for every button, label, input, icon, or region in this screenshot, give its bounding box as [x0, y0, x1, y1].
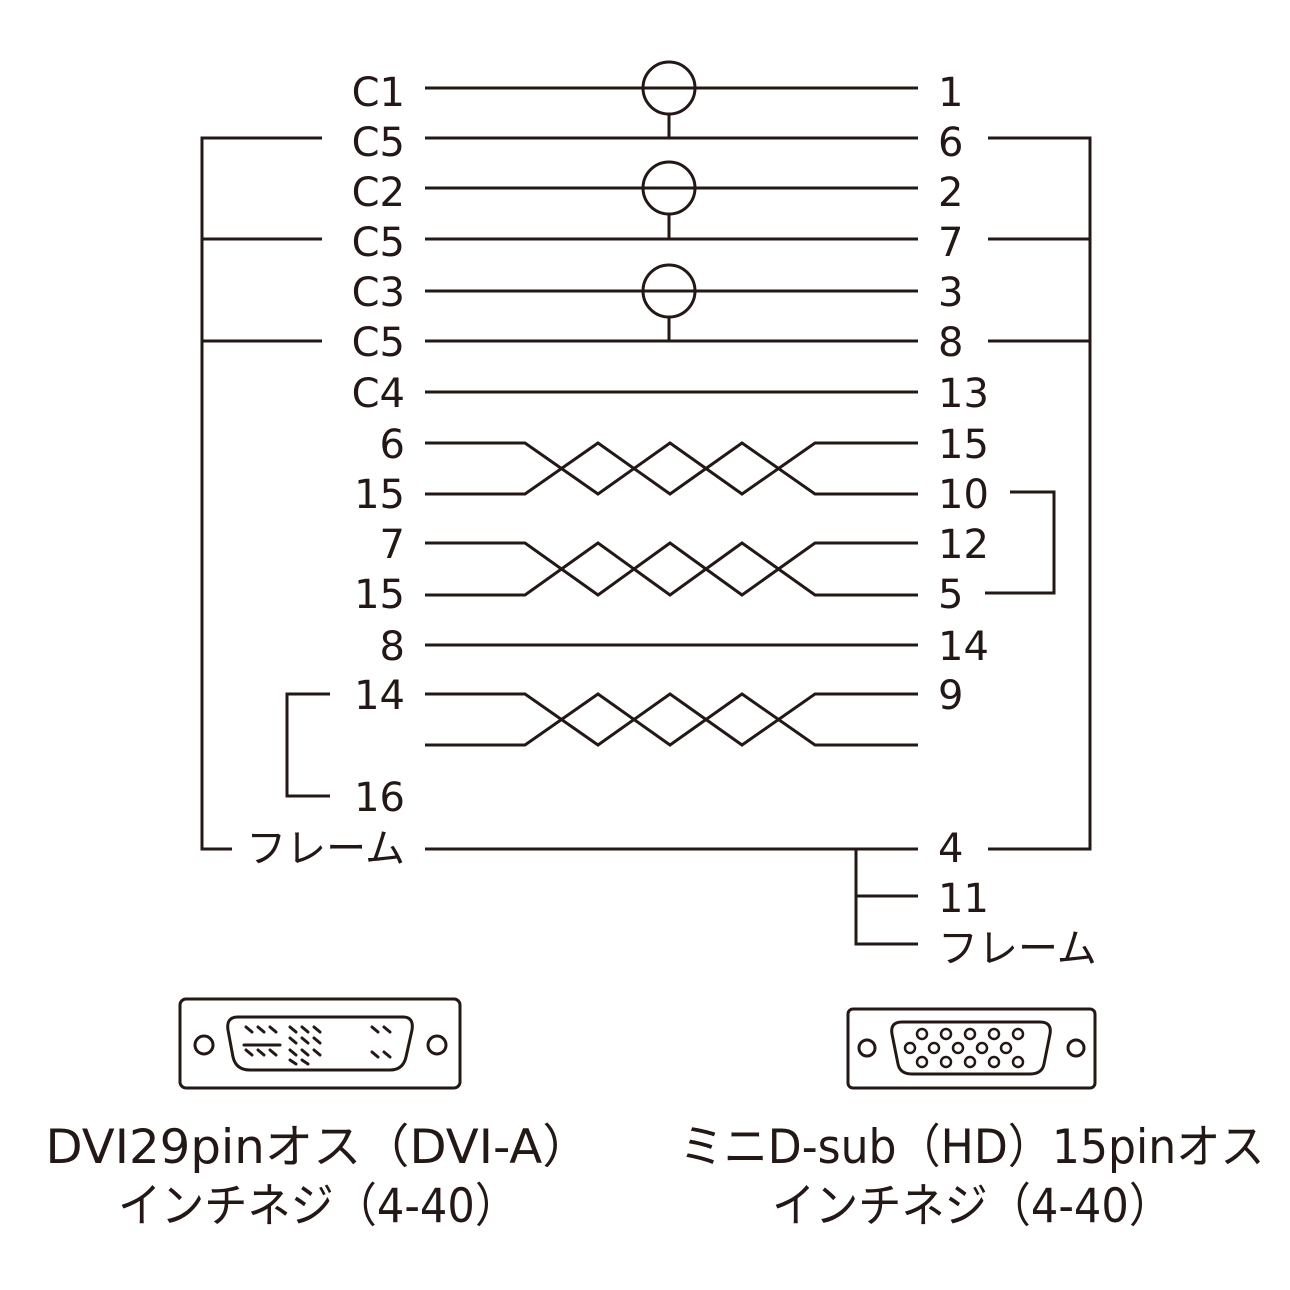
- left-ground-bus: [200, 136, 322, 851]
- right-pin-label: 10: [938, 472, 989, 518]
- right-jumper-10-5: [985, 490, 1056, 595]
- dvi-caption-line2: インチネジ（4-40）: [118, 1179, 518, 1234]
- left-pin-label: C5: [352, 120, 405, 166]
- frame-split: [854, 849, 918, 946]
- right-pin-label: 1: [938, 70, 963, 116]
- twisted-wire: [425, 441, 918, 496]
- left-pin-label: 15: [354, 572, 405, 618]
- right-pin-label: 12: [938, 522, 989, 568]
- dvi-pin-grid: [242, 1025, 392, 1066]
- left-pin-label: C2: [352, 170, 405, 216]
- left-pin-labels: C1 C5 C2 C5 C3 C5 C4 6 15 7 15 8 14 16 フ…: [246, 70, 405, 872]
- bus-brackets: [200, 136, 1092, 946]
- right-pin-label: 14: [938, 624, 989, 670]
- right-pin-label: フレーム: [938, 926, 1097, 972]
- coax-shields: [641, 60, 697, 341]
- twisted-pairs: [425, 441, 918, 747]
- left-pin-label: 7: [380, 522, 405, 568]
- left-pin-label: 6: [380, 422, 405, 468]
- right-pin-label: 5: [938, 572, 963, 618]
- left-pin-label: C4: [352, 371, 405, 417]
- left-pin-label: C3: [352, 270, 405, 316]
- left-pin-label: C1: [352, 70, 405, 116]
- left-pin-label: 14: [354, 673, 405, 719]
- dsub-caption-line1: ミニD-sub（HD）15pinオス: [680, 1120, 1265, 1175]
- twisted-wire: [425, 441, 918, 496]
- left-jumper-14-16: [285, 692, 330, 798]
- left-pin-label: フレーム: [246, 826, 405, 872]
- twisted-wire: [425, 541, 918, 597]
- right-pin-label: 13: [938, 371, 989, 417]
- dvi-caption-line1: DVI29pinオス（DVI-A）: [46, 1120, 591, 1175]
- twisted-wire: [425, 541, 918, 597]
- right-pin-label: 4: [938, 826, 963, 872]
- right-pin-label: 6: [938, 120, 963, 166]
- right-ground-bus: [988, 136, 1092, 851]
- right-pin-label: 11: [938, 876, 989, 922]
- left-pin-label: 15: [354, 472, 405, 518]
- dsub-caption-line2: インチネジ（4-40）: [772, 1179, 1172, 1234]
- dvi-connector-icon: [178, 997, 462, 1090]
- left-pin-label: C5: [352, 320, 405, 366]
- twisted-wire: [425, 692, 918, 747]
- right-pin-labels: 1 6 2 7 3 8 13 15 10 12 5 14 9 4 11 フレーム: [938, 70, 1097, 972]
- dsub-connector-icon: [846, 1007, 1097, 1090]
- right-pin-label: 2: [938, 170, 963, 216]
- dsub-pin-grid: [903, 1027, 1025, 1069]
- right-pin-label: 3: [938, 270, 963, 316]
- right-pin-label: 15: [938, 422, 989, 468]
- left-pin-label: C5: [352, 220, 405, 266]
- left-pin-label: 8: [380, 624, 405, 670]
- right-pin-label: 9: [938, 673, 963, 719]
- straight-wires: [425, 86, 918, 851]
- right-pin-label: 7: [938, 220, 963, 266]
- twisted-wire: [425, 692, 918, 747]
- right-pin-label: 8: [938, 320, 963, 366]
- left-pin-label: 16: [354, 775, 405, 821]
